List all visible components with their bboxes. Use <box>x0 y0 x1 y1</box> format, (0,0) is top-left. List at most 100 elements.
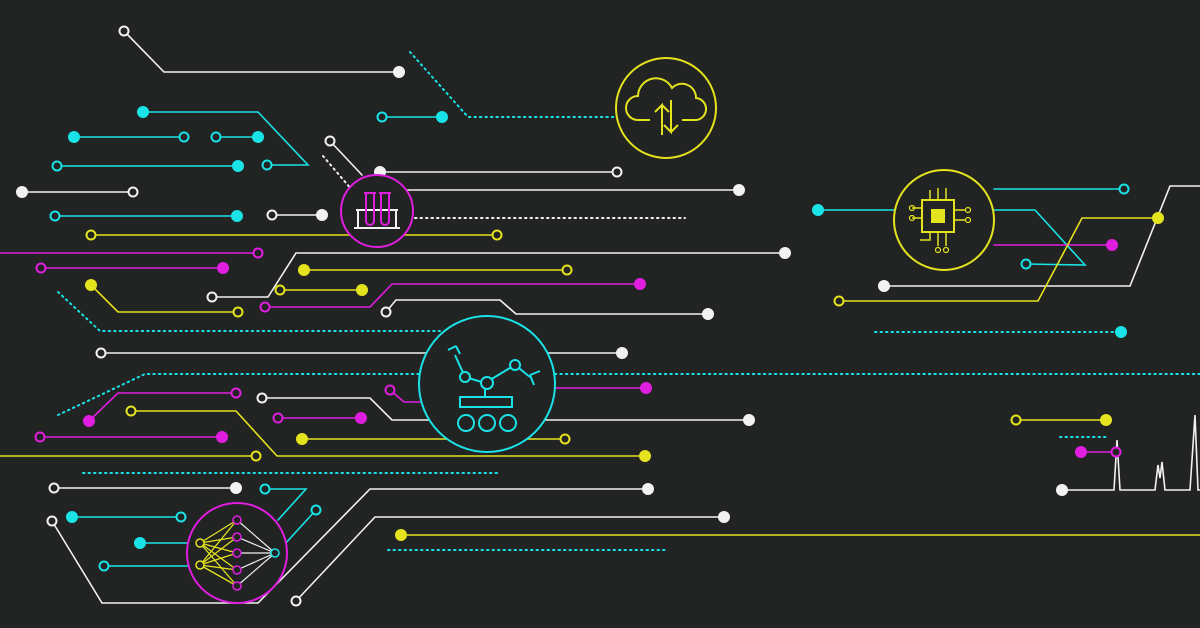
magenta-hollow-node <box>35 262 47 274</box>
white-hollow-node <box>256 392 268 404</box>
magenta-filled-node <box>1106 239 1118 251</box>
white-filled-node <box>743 414 755 426</box>
yellow-filled-node <box>1152 212 1164 224</box>
white-filled-node <box>702 308 714 320</box>
cyan-hollow-node <box>98 560 110 572</box>
cyan-filled-node <box>137 106 149 118</box>
yellow-hollow-node <box>833 295 845 307</box>
yellow-filled-node <box>85 279 97 291</box>
yellow-filled-node <box>296 433 308 445</box>
white-hollow-node <box>206 291 218 303</box>
magenta-hollow-node <box>34 431 46 443</box>
yellow-hollow-node <box>1010 414 1022 426</box>
cyan-hollow-node <box>210 131 222 143</box>
white-hollow-node <box>380 306 392 318</box>
cyan-hollow-node <box>1020 258 1032 270</box>
yellow-hollow-node <box>561 264 573 276</box>
magenta-filled-node <box>217 262 229 274</box>
microchip-icon <box>908 188 972 254</box>
yellow-hollow-node <box>274 284 286 296</box>
cyan-hollow-node <box>178 131 190 143</box>
yellow-filled-node <box>1100 414 1112 426</box>
yellow-filled-node <box>356 284 368 296</box>
cyan-filled-node <box>252 131 264 143</box>
cloud-sync-icon <box>625 77 708 135</box>
yellow-filled-node <box>639 450 651 462</box>
white-trace <box>261 397 750 421</box>
cyan-hollow-node <box>175 511 187 523</box>
magenta-filled-node <box>1075 446 1087 458</box>
white-filled-node <box>16 186 28 198</box>
cyan-hollow-node <box>261 159 273 171</box>
yellow-hollow-node <box>250 450 262 462</box>
yellow-hollow-node <box>232 306 244 318</box>
white-trace <box>1061 414 1200 491</box>
white-hollow-node <box>266 209 278 221</box>
white-filled-node <box>316 209 328 221</box>
white-filled-node <box>393 66 405 78</box>
cyan-filled-node <box>68 131 80 143</box>
yellow-hollow-node <box>85 229 97 241</box>
white-hollow-node <box>611 166 623 178</box>
cyan-filled-node <box>66 511 78 523</box>
white-hollow-node <box>290 595 302 607</box>
cyan-hollow-node <box>376 111 388 123</box>
magenta-hollow-node <box>272 412 284 424</box>
yellow-filled-node <box>298 264 310 276</box>
yellow-trace <box>838 217 1159 302</box>
white-hollow-node <box>118 25 130 37</box>
cyan-filled-node <box>134 537 146 549</box>
yellow-trace <box>90 284 239 313</box>
cyan-trace <box>993 209 1087 266</box>
white-trace <box>883 185 1200 287</box>
cyan-hollow-node <box>1118 183 1130 195</box>
cyan-trace <box>142 111 310 166</box>
cyan-filled-node <box>1115 326 1127 338</box>
white-trace <box>51 488 649 604</box>
cyan-filled-node <box>812 204 824 216</box>
yellow-hollow-node <box>559 433 571 445</box>
white-filled-node <box>616 347 628 359</box>
white-hollow-node <box>127 186 139 198</box>
white-filled-node <box>718 511 730 523</box>
magenta-filled-node <box>634 278 646 290</box>
magenta-hollow-node <box>252 247 264 259</box>
cyan-hollow-node <box>259 483 271 495</box>
white-hollow-node <box>48 482 60 494</box>
white-dotted-trace <box>322 155 353 191</box>
white-filled-node <box>779 247 791 259</box>
magenta-hollow-node <box>1110 446 1122 458</box>
cyan-hollow-node <box>51 160 63 172</box>
magenta-hollow-node <box>259 301 271 313</box>
test-tubes-icon <box>354 192 400 229</box>
magenta-trace <box>264 283 641 308</box>
magenta-hollow-node <box>230 387 242 399</box>
yellow-filled-node <box>395 529 407 541</box>
cyan-hollow-node <box>49 210 61 222</box>
cyan-filled-node <box>232 160 244 172</box>
cyan-filled-node <box>231 210 243 222</box>
cyan-dotted-trace <box>409 51 618 118</box>
magenta-filled-node <box>83 415 95 427</box>
white-hollow-node <box>324 135 336 147</box>
magenta-filled-node <box>355 412 367 424</box>
white-filled-node <box>733 184 745 196</box>
magenta-trace <box>389 389 421 403</box>
white-trace <box>295 516 725 602</box>
white-trace <box>123 30 400 73</box>
magenta-filled-node <box>640 382 652 394</box>
cyan-dotted-trace <box>57 373 1200 416</box>
cyan-trace <box>283 509 317 546</box>
white-trace <box>211 252 786 298</box>
white-filled-node <box>230 482 242 494</box>
white-trace <box>329 140 363 176</box>
yellow-hollow-node <box>491 229 503 241</box>
yellow-hollow-node <box>125 405 137 417</box>
magenta-filled-node <box>216 431 228 443</box>
white-filled-node <box>1056 484 1068 496</box>
cyan-filled-node <box>436 111 448 123</box>
neural-network-icon <box>195 515 280 591</box>
cyan-hollow-node <box>310 504 322 516</box>
